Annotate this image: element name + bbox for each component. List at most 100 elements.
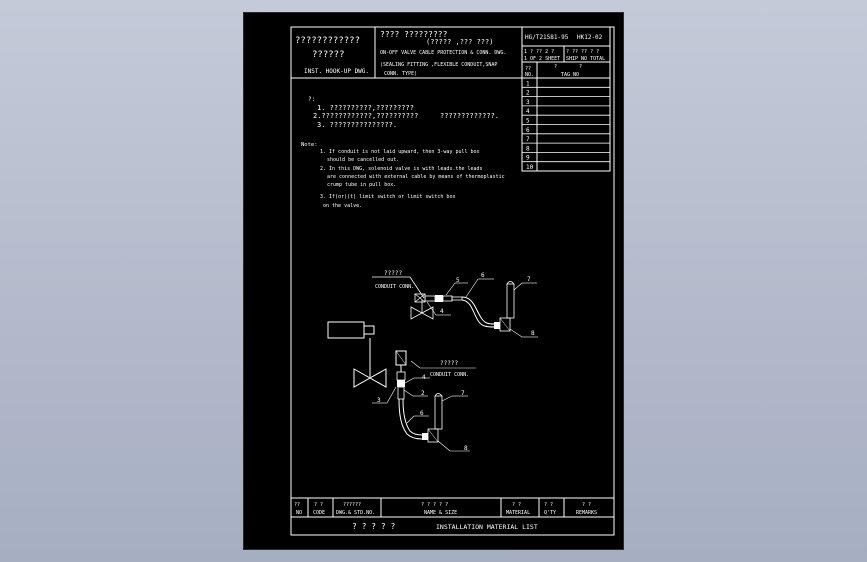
connector-nut (451, 296, 463, 301)
callout-4: 4 (440, 308, 444, 315)
drawing-sheet: ???????????? ?????? INST. HOOK-UP DWG. ?… (244, 13, 623, 549)
snap-connector (435, 295, 443, 302)
tag-row-number: 9 (526, 155, 530, 162)
notes-en-line: are connected with external cable by mea… (327, 174, 505, 180)
tag-table: HG/T21581-95 HK12-02 1 ? ?? 2 ? 1 OF 2 S… (521, 26, 611, 172)
callout-leader (403, 389, 414, 397)
notes-en: Note: 1. If conduit is not laid upward, … (301, 142, 505, 209)
actuator-end (363, 325, 375, 335)
col-qty: Q'TY (544, 510, 556, 516)
col-no-cn: ?? (294, 502, 300, 508)
callout-3: 3 (377, 397, 381, 404)
callout-leader (441, 395, 453, 402)
sheet-count-en: 1 OF 2 SHEET (524, 56, 560, 62)
title-block: ???????????? ?????? INST. HOOK-UP DWG. ?… (291, 27, 523, 171)
notes-cn-item-3: 3. ???????????????. (317, 121, 397, 129)
notes-cn: ?: 1. ??????????,????????? 2.???????????… (308, 96, 499, 129)
sheet-code: HK12-02 (577, 34, 603, 41)
notes-en-line: 2. In this DWG, solenoid valve is with l… (320, 166, 483, 172)
notes-en-line: crump tube in pull box. (327, 182, 396, 188)
conduit-stub (424, 295, 436, 302)
callout-2: 2 (421, 390, 425, 397)
hookup-figure-top: ????? CONDUIT CONN. 5 6 7 (372, 270, 538, 338)
material-list-title-cn: ? ? ? ? ? (352, 522, 396, 531)
tag-table-frame (521, 26, 611, 172)
col-remarks-cn: ? ? (582, 502, 591, 508)
callout-leader (404, 377, 415, 384)
org-line-2: ?????? (312, 50, 345, 60)
sheet-count-cn: 1 ? ?? 2 ? (524, 49, 554, 55)
org-line-1: ???????????? (295, 36, 360, 46)
pull-box-2 (427, 428, 439, 443)
col-std-cn: ?????? (343, 502, 361, 508)
solenoid-cross (395, 350, 407, 366)
flexible-conduit-2-edge (402, 398, 423, 436)
tag-header-tag-cn-2: ? (579, 64, 582, 70)
col-code: CODE (313, 510, 325, 516)
drawing-name-1: ???? ????????? (380, 30, 448, 39)
tag-row-number: 7 (526, 136, 530, 143)
tag-header-tag-cn: ? (554, 64, 557, 70)
ship-total-cn: ? ?? ?? ? ? (566, 49, 599, 55)
callout-7: 7 (527, 276, 531, 283)
drawing-name-2: (????? ,??? ???) (426, 38, 493, 46)
tag-header-no: NO. (525, 72, 534, 78)
tag-row-number: 2 (526, 90, 530, 97)
fitting-cross (414, 293, 426, 303)
tag-row-number: 3 (526, 99, 530, 106)
notes-en-heading: Note: (301, 142, 318, 148)
callout-leader (513, 282, 523, 291)
callout-leader (437, 440, 451, 452)
tag-row-number: 1 (526, 80, 530, 87)
col-std: DWG.& STD.NO. (336, 510, 375, 516)
ship-total-en: SHIP NO TOTAL (566, 56, 605, 62)
callout-leader (386, 386, 397, 404)
drawing-name-5: CONN. TYPE) (384, 71, 417, 77)
rigid-conduit-2 (434, 395, 443, 430)
notes-cn-heading: ?: (308, 96, 315, 103)
flexible-conduit (461, 296, 495, 325)
drawing-kind: INST. HOOK-UP DWG. (304, 68, 369, 75)
callout-4b: 4 (422, 374, 426, 381)
callout-leader (465, 278, 479, 298)
leader-line (409, 276, 425, 299)
col-material-cn: ? ? (512, 502, 521, 508)
col-material: MATERIAL (506, 510, 530, 516)
snap-connector-2 (397, 380, 405, 387)
leader-line (410, 360, 421, 369)
callout-5: 5 (456, 277, 460, 284)
conduit-conn-label-2: CONDUIT CONN. (430, 372, 469, 378)
tag-row-number: 6 (526, 127, 530, 134)
cad-drawing: ???????????? ?????? INST. HOOK-UP DWG. ?… (290, 26, 615, 536)
notes-cn-item-2: 2.????????????,?????????? (313, 112, 418, 120)
col-code-cn: ? ? (314, 502, 323, 508)
notes-en-line: should be cancelled out. (327, 157, 399, 163)
flexible-conduit-edge (461, 299, 495, 328)
col-remarks: REMARKS (576, 510, 597, 516)
pull-box (499, 317, 511, 332)
rigid-conduit (506, 283, 515, 319)
tag-header-no-cn: ?? (525, 66, 531, 72)
callout-leader (406, 415, 415, 424)
callout-6b: 6 (420, 410, 424, 417)
conduit-cap-2 (434, 393, 443, 397)
callout-8b: 8 (464, 445, 468, 452)
notes-en-line: on the valve. (323, 203, 362, 209)
pull-box-cross (499, 317, 511, 332)
coupling-2 (422, 433, 428, 440)
sealing-fitting-2 (396, 371, 406, 381)
actuator-body (327, 321, 365, 339)
material-list: ?? NO ? ? CODE ?????? DWG.& STD.NO. ? ? … (291, 497, 614, 531)
flexible-conduit-2 (398, 398, 423, 440)
col-name: NAME & SIZE (424, 510, 457, 516)
col-name-cn: ? ? ? ? ? (421, 502, 448, 508)
conduit-cn-label: ????? (384, 270, 402, 277)
coupling (494, 322, 500, 329)
pull-box-2-cross (427, 428, 439, 443)
conduit-conn-label: CONDUIT CONN. (375, 284, 414, 290)
col-no: NO (296, 510, 302, 516)
tag-row-number: 10 (526, 164, 534, 171)
callout-7b: 7 (461, 390, 465, 397)
conduit-cn-label-2: ????? (440, 360, 458, 367)
col-qty-cn: ? ? (544, 502, 553, 508)
